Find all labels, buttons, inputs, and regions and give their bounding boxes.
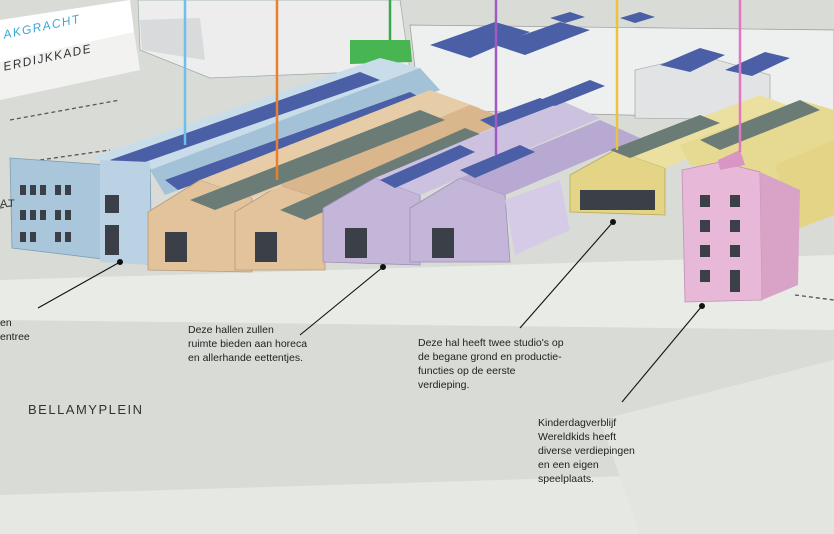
roof-glazing — [190, 110, 445, 210]
callout-left: en entree — [0, 317, 30, 343]
background-building-facade — [140, 18, 205, 60]
purple-hall-annex — [505, 180, 570, 255]
window — [65, 232, 71, 242]
solar-panel — [495, 22, 590, 55]
window — [20, 185, 26, 195]
window-group — [20, 185, 740, 292]
solar-panel — [620, 12, 655, 23]
window — [700, 270, 710, 282]
dashed-parcel-line — [9, 99, 121, 121]
window — [20, 232, 26, 242]
solar-panel — [460, 145, 535, 178]
callout-kinderdagverblijf: Kinderdagverblijf Wereldkids heeft diver… — [538, 417, 635, 485]
roof-glazing — [610, 115, 720, 158]
window — [65, 210, 71, 220]
road-side — [600, 360, 834, 534]
hall-entrance — [255, 232, 277, 262]
leader-lines — [37, 221, 703, 403]
solar-panel — [550, 12, 585, 23]
leader-line-left — [37, 261, 121, 309]
window — [30, 232, 36, 242]
square-label: BELLAMYPLEIN — [28, 402, 144, 417]
window — [65, 185, 71, 195]
green-building — [350, 40, 412, 64]
window — [105, 195, 119, 213]
window — [30, 185, 36, 195]
window — [20, 210, 26, 220]
leader-line-horeca — [299, 266, 384, 336]
quay-band — [0, 32, 140, 100]
leader-dot — [610, 219, 616, 225]
leader-line-studios — [519, 221, 614, 329]
yellow-hall-roof — [615, 95, 800, 168]
window — [40, 210, 46, 220]
leader-line-kinder — [621, 305, 703, 403]
dashed-parcel-line — [39, 149, 111, 161]
solar-panel-strip — [165, 92, 425, 190]
pink-building — [681, 161, 763, 303]
leader-dot — [380, 264, 386, 270]
solar-panel-strip — [110, 72, 380, 168]
callout-studios: Deze hal heeft twee studio's op de began… — [418, 337, 564, 391]
window — [40, 185, 46, 195]
callout-horeca: Deze hallen zullen ruimte bieden aan hor… — [188, 324, 308, 364]
window — [55, 185, 61, 195]
window — [700, 195, 710, 207]
purple-hall-roof — [460, 120, 640, 195]
roof-glazing — [700, 100, 820, 150]
window — [55, 232, 61, 242]
street-label-fragment: AT — [0, 198, 17, 210]
hall-entrance — [165, 232, 187, 262]
solar-panel — [540, 80, 605, 106]
solar-panel — [480, 98, 555, 128]
orange-hall-roof — [280, 105, 510, 200]
window — [30, 210, 36, 220]
hall-windows — [580, 190, 655, 210]
window — [730, 195, 740, 207]
window — [700, 220, 710, 232]
background-building — [137, 0, 411, 79]
pink-building-side — [760, 172, 800, 300]
leader-dots — [117, 219, 705, 309]
window — [730, 245, 740, 257]
solar-panel — [380, 145, 475, 188]
window — [700, 245, 710, 257]
leader-dot — [117, 259, 123, 265]
hall-entrance — [345, 228, 367, 258]
solar-panel — [660, 48, 725, 72]
window — [55, 210, 61, 220]
road-band — [0, 255, 834, 330]
canal-band — [0, 0, 134, 62]
solar-panel — [430, 22, 530, 58]
pink-building-tower — [718, 150, 745, 170]
entrance — [105, 225, 119, 255]
window — [730, 220, 740, 232]
leader-dot — [699, 303, 705, 309]
entrance — [730, 270, 740, 292]
hall-entrance — [432, 228, 454, 258]
